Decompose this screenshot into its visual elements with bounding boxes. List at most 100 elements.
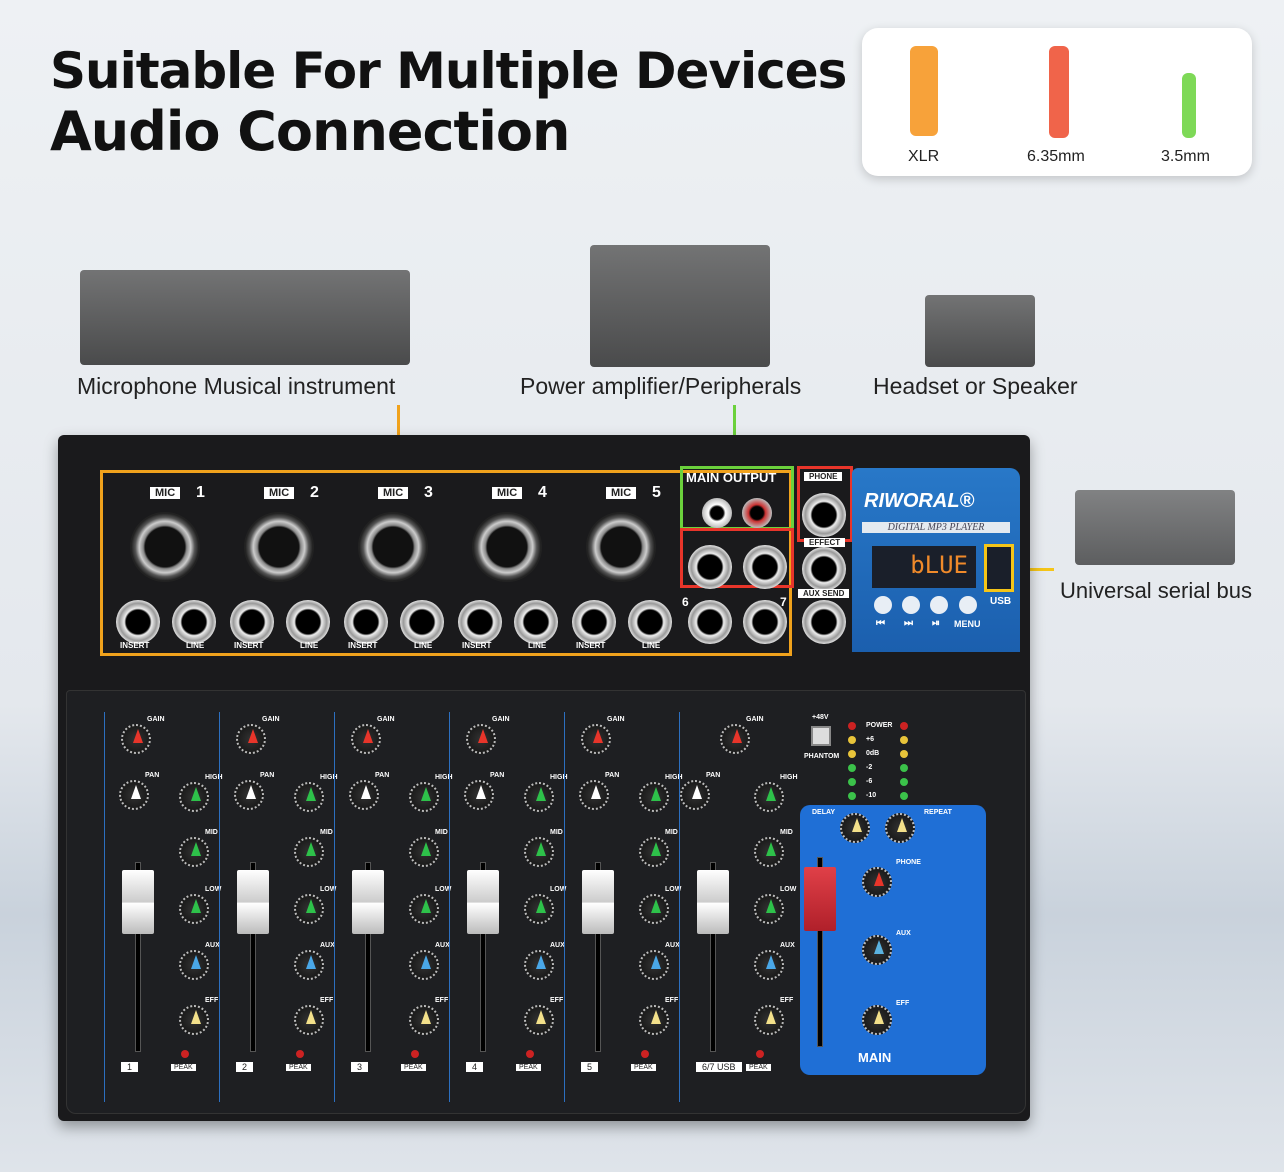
pan-knob[interactable] — [119, 780, 149, 810]
main-phone-knob[interactable] — [862, 867, 892, 897]
eff-knob[interactable] — [179, 1005, 209, 1035]
gain-knob[interactable] — [236, 724, 266, 754]
phone-jack[interactable] — [802, 493, 846, 537]
main-aux-label: AUX — [896, 930, 911, 937]
mic-label: MIC — [150, 487, 181, 499]
eff-knob[interactable] — [524, 1005, 554, 1035]
eff-label: EFF — [665, 997, 679, 1004]
channel-fader-handle[interactable] — [122, 870, 154, 934]
main-out-left-jack[interactable] — [688, 545, 732, 589]
insert-jack[interactable] — [344, 600, 388, 644]
eff-knob[interactable] — [754, 1005, 784, 1035]
repeat-knob[interactable] — [885, 813, 915, 843]
pan-knob[interactable] — [234, 780, 264, 810]
prev-button[interactable] — [874, 596, 892, 614]
line-jack[interactable] — [628, 600, 672, 644]
high-label: HIGH — [550, 774, 568, 781]
channel-fader-handle[interactable] — [352, 870, 384, 934]
aux-knob[interactable] — [639, 950, 669, 980]
rca-left-jack[interactable] — [702, 498, 732, 528]
xlr-input-jack[interactable] — [358, 512, 428, 582]
aux-knob[interactable] — [409, 950, 439, 980]
mid-label: MID — [665, 829, 678, 836]
aux-knob[interactable] — [524, 950, 554, 980]
low-knob[interactable] — [179, 894, 209, 924]
gain-knob[interactable] — [351, 724, 381, 754]
player-label: DIGITAL MP3 PLAYER — [862, 522, 1010, 533]
peak-led — [296, 1050, 304, 1058]
mid-knob[interactable] — [294, 837, 324, 867]
channel-fader-handle[interactable] — [237, 870, 269, 934]
pan-knob[interactable] — [680, 780, 710, 810]
input-number: 5 — [652, 484, 661, 501]
pan-knob[interactable] — [464, 780, 494, 810]
line-jack[interactable] — [514, 600, 558, 644]
gain-knob[interactable] — [466, 724, 496, 754]
low-knob[interactable] — [409, 894, 439, 924]
eff-label: EFF — [320, 997, 334, 1004]
xlr-input-jack[interactable] — [130, 512, 200, 582]
play-pause-button[interactable] — [930, 596, 948, 614]
insert-jack[interactable] — [230, 600, 274, 644]
usb-port[interactable] — [984, 544, 1014, 592]
insert-jack[interactable] — [116, 600, 160, 644]
insert-jack[interactable] — [572, 600, 616, 644]
mid-knob[interactable] — [179, 837, 209, 867]
delay-knob[interactable] — [840, 813, 870, 843]
aux-send-jack[interactable] — [802, 600, 846, 644]
aux-knob[interactable] — [754, 950, 784, 980]
gain-knob[interactable] — [121, 724, 151, 754]
eff-knob[interactable] — [294, 1005, 324, 1035]
high-knob[interactable] — [639, 782, 669, 812]
channel-fader-track — [595, 862, 601, 1052]
xlr-input-jack[interactable] — [244, 512, 314, 582]
gain-knob[interactable] — [720, 724, 750, 754]
eff-knob[interactable] — [409, 1005, 439, 1035]
xlr-input-jack[interactable] — [472, 512, 542, 582]
main-eff-knob[interactable] — [862, 1005, 892, 1035]
menu-button[interactable] — [959, 596, 977, 614]
low-knob[interactable] — [294, 894, 324, 924]
aux-knob[interactable] — [179, 950, 209, 980]
pan-label: PAN — [490, 772, 505, 779]
high-knob[interactable] — [294, 782, 324, 812]
input-7-jack[interactable] — [743, 600, 787, 644]
low-knob[interactable] — [754, 894, 784, 924]
xlr-input-jack[interactable] — [586, 512, 656, 582]
pan-knob[interactable] — [349, 780, 379, 810]
effect-jack[interactable] — [802, 547, 846, 591]
line-jack[interactable] — [286, 600, 330, 644]
eff-knob[interactable] — [639, 1005, 669, 1035]
phantom-button[interactable] — [811, 726, 831, 746]
high-knob[interactable] — [524, 782, 554, 812]
next-button[interactable] — [902, 596, 920, 614]
insert-label: INSERT — [120, 641, 150, 650]
high-knob[interactable] — [754, 782, 784, 812]
mid-knob[interactable] — [754, 837, 784, 867]
channel-fader-handle[interactable] — [467, 870, 499, 934]
mid-knob[interactable] — [639, 837, 669, 867]
main-aux-knob[interactable] — [862, 935, 892, 965]
input-6-jack[interactable] — [688, 600, 732, 644]
channel-fader-handle[interactable] — [697, 870, 729, 934]
rca-right-jack[interactable] — [742, 498, 772, 528]
insert-jack[interactable] — [458, 600, 502, 644]
channel-fader-handle[interactable] — [582, 870, 614, 934]
high-knob[interactable] — [409, 782, 439, 812]
low-knob[interactable] — [524, 894, 554, 924]
pan-knob[interactable] — [579, 780, 609, 810]
headset-label: Headset or Speaker — [873, 373, 1078, 399]
aux-knob[interactable] — [294, 950, 324, 980]
main-fader-handle[interactable] — [804, 867, 836, 931]
gain-knob[interactable] — [581, 724, 611, 754]
low-knob[interactable] — [639, 894, 669, 924]
aux-send-label: AUX SEND — [798, 589, 850, 598]
line-jack[interactable] — [400, 600, 444, 644]
mid-knob[interactable] — [524, 837, 554, 867]
main-out-right-jack[interactable] — [743, 545, 787, 589]
mic-label: MIC — [378, 487, 409, 499]
high-knob[interactable] — [179, 782, 209, 812]
line-jack[interactable] — [172, 600, 216, 644]
mid-knob[interactable] — [409, 837, 439, 867]
